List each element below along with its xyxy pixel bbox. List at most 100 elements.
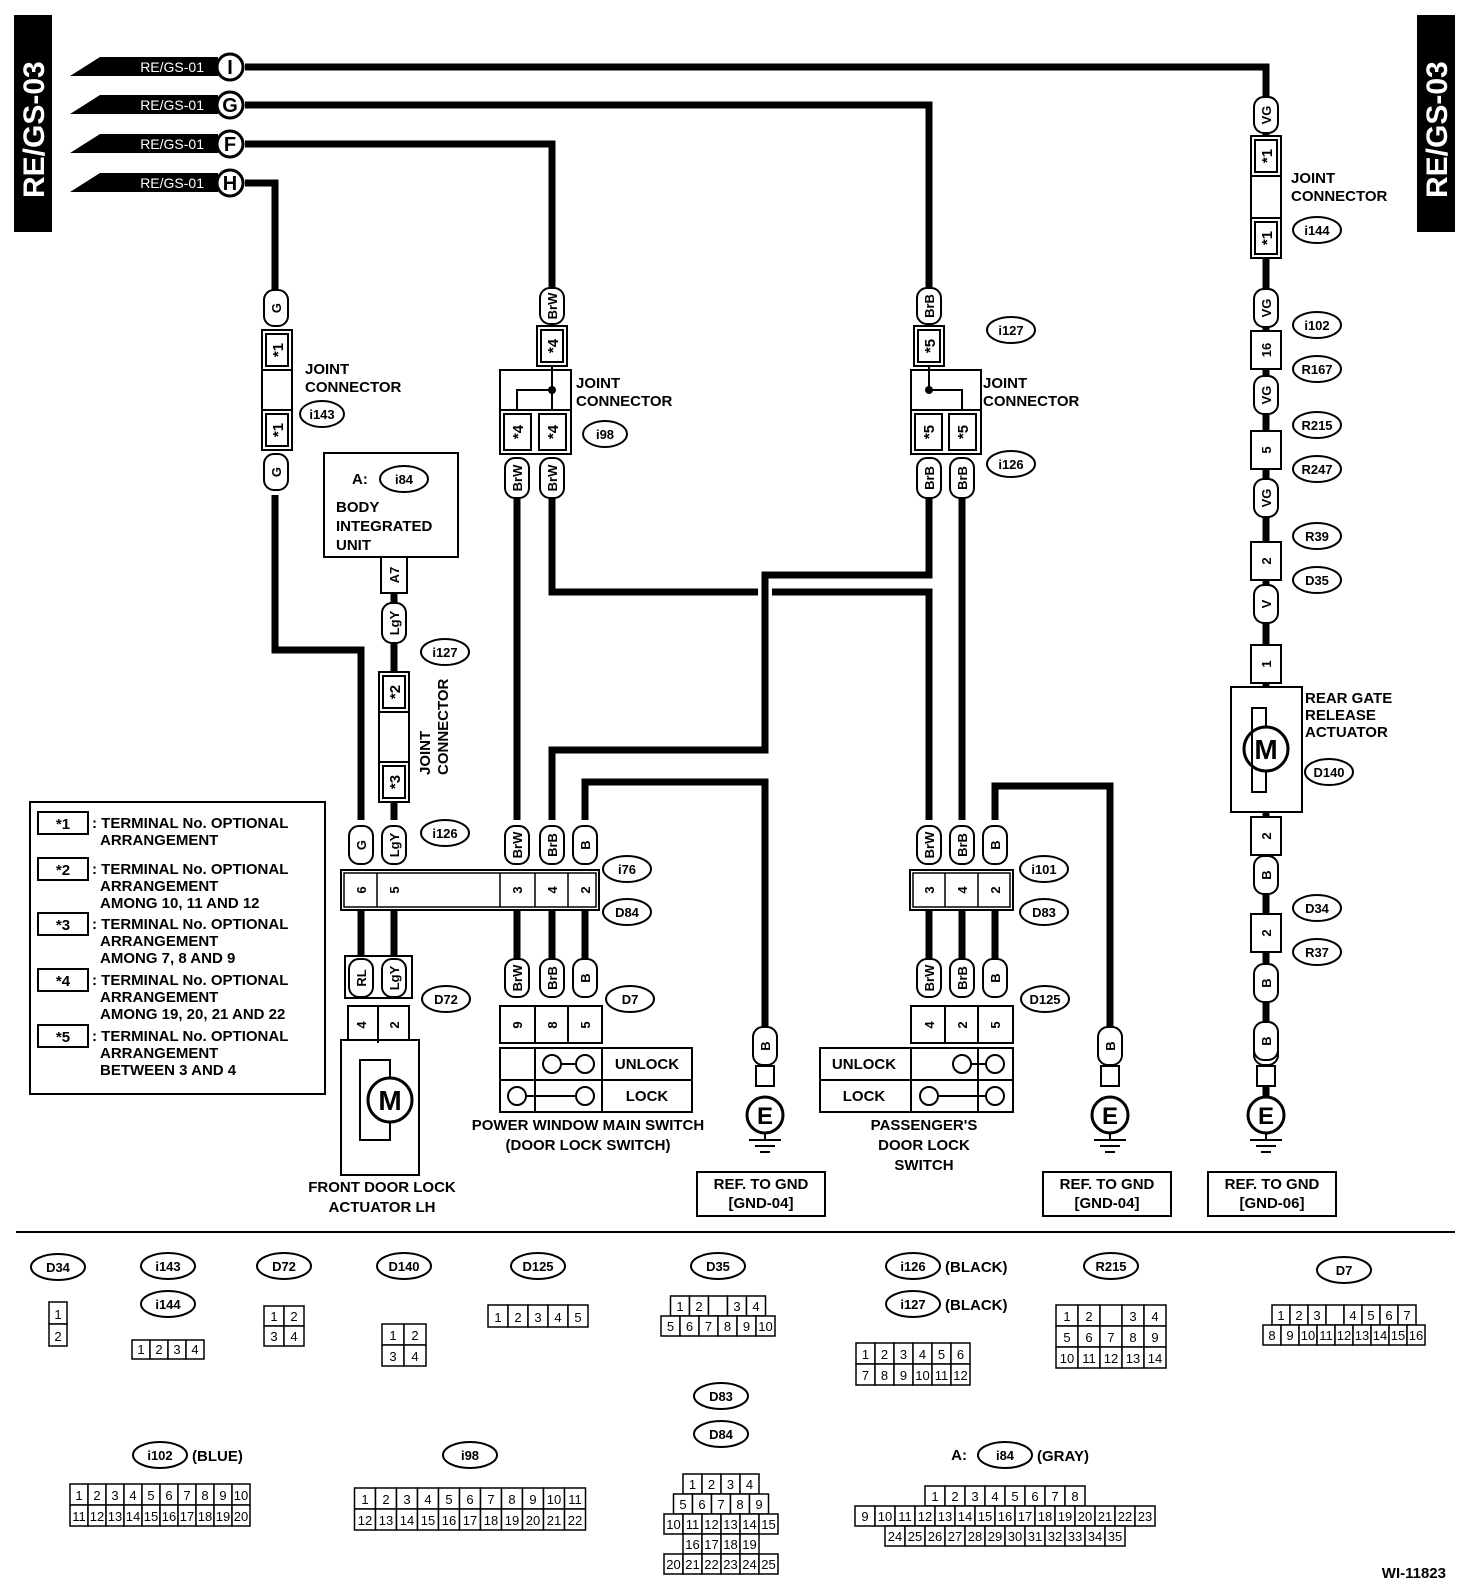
pin-6: 6 [957,1347,964,1362]
pin-11: 11 [1319,1328,1333,1343]
rg-pin-2: 2 [1250,541,1282,581]
pin-12: 12 [704,1517,718,1532]
svg-text:*4: *4 [56,973,71,990]
pin-9: 9 [861,1509,868,1524]
pw-lock-label: LOCK [626,1088,669,1105]
pin-12: 12 [918,1509,932,1524]
svg-text:BrW: BrW [922,964,937,991]
pin-3: 3 [534,1310,541,1325]
pw-wire-brb: BrB [539,958,565,998]
view-code: D7 [1336,1263,1353,1278]
right-page-tag-text: RE/GS-03 [1421,61,1454,198]
pin-1: 1 [137,1342,144,1357]
pin-24: 24 [742,1557,756,1572]
view-code: D83 [709,1389,733,1404]
pin-6: 6 [1031,1489,1038,1504]
pin-2: 2 [881,1347,888,1362]
rg-code-r167: R167 [1292,355,1342,383]
ground-symbol: E [1258,1103,1274,1130]
pin-3: 3 [173,1342,180,1357]
pin-21: 21 [547,1513,561,1528]
i101-pin-4: 4 [955,886,970,894]
pdl-pin-5: 5 [988,1021,1003,1028]
pin-20: 20 [666,1557,680,1572]
figure-id: WI-11823 [1382,1565,1446,1582]
pin-9: 9 [1151,1330,1158,1345]
input-letter: H [223,173,237,195]
pin-7: 7 [183,1488,190,1503]
pin-star5-top: *5 [922,339,939,353]
pin-13: 13 [379,1513,393,1528]
rg-code-i102: i102 [1292,311,1342,339]
pin-15: 15 [978,1509,992,1524]
wire-color-brb-top: BrB [922,294,937,318]
pin-3: 3 [111,1488,118,1503]
rg-wire-vg: VG [1253,375,1279,415]
pin-19: 19 [742,1537,756,1552]
pin-7: 7 [1051,1489,1058,1504]
pin-4: 4 [991,1489,998,1504]
view-note: (BLACK) [945,1259,1007,1276]
pin-1: 1 [270,1309,277,1324]
pin-10: 10 [1060,1351,1074,1366]
svg-text:BrW: BrW [510,831,525,858]
pin-1: 1 [862,1347,869,1362]
pin-4: 4 [1151,1309,1158,1324]
pw-pin-8: 8 [545,1021,560,1028]
pin-4: 4 [290,1329,297,1344]
pin-1: 1 [931,1489,938,1504]
left-page-tag: RE/GS-03 [14,15,52,232]
svg-text:LgY: LgY [387,832,402,857]
pin-8: 8 [881,1368,888,1383]
jcv-code-top: i127 [432,645,457,660]
jcv-code-bot: i126 [432,826,457,841]
pin-13: 13 [723,1517,737,1532]
i76-code: i76 [618,862,636,877]
i144-code: i144 [1304,223,1330,238]
pin-17: 17 [1018,1509,1032,1524]
rg-code-r247: R247 [1292,455,1342,483]
pin-12: 12 [358,1513,372,1528]
i101-wire-brw: BrW [916,825,942,865]
pin-12: 12 [90,1509,104,1524]
svg-text:B: B [578,840,593,849]
svg-text:2: 2 [1259,557,1274,564]
view-code: D125 [522,1259,553,1274]
rg-code-r215: R215 [1292,411,1342,439]
pin-22: 22 [1118,1509,1132,1524]
svg-text:RL: RL [354,969,369,986]
svg-text:5: 5 [1259,446,1274,453]
rg-code: D140 [1313,765,1344,780]
pin-2: 2 [695,1299,702,1314]
pin-6: 6 [466,1492,473,1507]
pin-2: 2 [382,1492,389,1507]
ground-ref-text: REF. TO GND[GND-06] [1225,1176,1320,1212]
pin-16: 16 [442,1513,456,1528]
input-ref: RE/GS-01 [140,59,204,75]
svg-text:BrW: BrW [922,831,937,858]
pin-16: 16 [998,1509,1012,1524]
pin-9: 9 [1286,1328,1293,1343]
rg-wire-b: B [1253,855,1279,895]
svg-text:R37: R37 [1305,945,1329,960]
svg-text:*2: *2 [56,862,70,879]
pin-5: 5 [679,1497,686,1512]
pin-star1-top: *1 [270,343,287,357]
rg-wire-vg: VG [1253,478,1279,518]
pin-10: 10 [666,1517,680,1532]
pin-2: 2 [93,1488,100,1503]
view-code: i126 [900,1259,925,1274]
pin-4: 4 [746,1477,753,1492]
pin-24: 24 [888,1529,902,1544]
d83-code: D83 [1032,905,1056,920]
pin-11: 11 [72,1509,86,1524]
